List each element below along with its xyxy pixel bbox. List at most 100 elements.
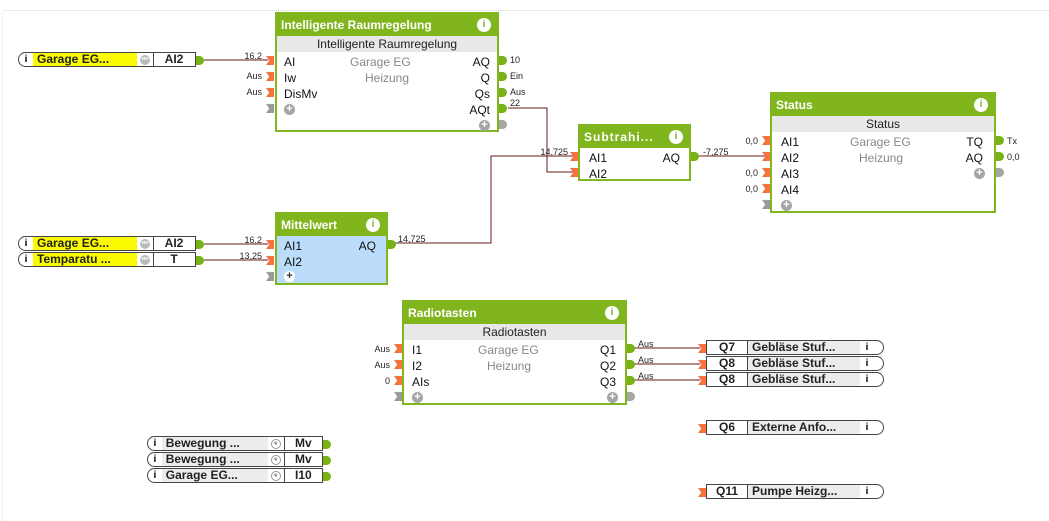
output-ref-q8-b[interactable]: Q8 Gebläse Stuf... i [706,372,884,387]
output-port-ref-garage-i10[interactable] [323,472,331,481]
input-port-ref-q8[interactable] [698,360,706,369]
input-ref-temperatur[interactable]: i Temparatu ... ••• T [18,252,196,267]
output-port-qs[interactable] [499,88,507,97]
target-icon[interactable]: ● [270,470,281,481]
output-port-add[interactable] [627,392,635,401]
output-port-add[interactable] [996,168,1004,177]
input-ref-garage-ai2-b[interactable]: i Garage EG... ••• AI2 [18,236,196,251]
info-icon[interactable]: i [865,422,869,433]
output-ref-code: Q6 [707,421,748,434]
add-input-icon[interactable]: + [284,271,295,282]
info-icon[interactable]: i [477,18,491,32]
info-icon[interactable]: i [24,54,28,65]
input-port-dismv[interactable] [266,88,274,97]
output-port-q1[interactable] [627,344,635,353]
output-port-ref-garage[interactable] [196,56,204,65]
output-port-q[interactable] [499,72,507,81]
more-icon[interactable]: ••• [140,54,150,65]
output-port-aq[interactable] [996,152,1004,161]
more-icon[interactable]: ••• [140,254,150,265]
info-icon[interactable]: i [865,342,869,353]
output-port-aqt[interactable] [499,104,507,113]
input-port-ai2[interactable] [266,256,274,265]
input-port-ref-q6[interactable] [698,424,706,433]
input-port-add[interactable] [394,392,402,401]
block-subtrahierer[interactable]: Subtrahi...i AI1 AI2 AQ [578,124,691,181]
output-port-ref-bewegung-2[interactable] [323,456,331,465]
input-port-ai2[interactable] [570,168,578,177]
more-icon[interactable]: ••• [140,238,150,249]
block-header[interactable]: Subtrahi...i [580,126,689,148]
add-input-icon[interactable]: + [284,104,295,115]
add-output-icon[interactable]: + [607,392,618,403]
input-port-ai1[interactable] [762,136,770,145]
input-ref-garage-ai2[interactable]: i Garage EG... ••• AI2 [18,52,196,67]
add-output-icon[interactable]: + [479,120,490,131]
input-port-add[interactable] [266,104,274,113]
input-port-iw[interactable] [266,72,274,81]
output-port-aq[interactable] [499,56,507,65]
add-input-icon[interactable]: + [781,200,792,211]
input-port-ai1[interactable] [570,152,578,161]
info-icon[interactable]: i [865,358,869,369]
input-port-ai[interactable] [266,56,274,65]
input-ref-bewegung-2[interactable]: i Bewegung ... ● Mv [147,452,323,467]
target-icon[interactable]: ● [270,454,281,465]
info-icon[interactable]: i [605,306,619,320]
input-port-i2[interactable] [394,360,402,369]
input-port-ai4[interactable] [762,184,770,193]
output-port-ref-temperatur[interactable] [196,256,204,265]
input-port-ref-q11[interactable] [698,488,706,497]
block-desc-category: Heizung [487,359,532,373]
input-port-ai1[interactable] [266,240,274,249]
output-port-aq[interactable] [691,152,699,161]
info-icon[interactable]: i [974,98,988,112]
info-icon[interactable]: i [669,130,683,144]
target-icon[interactable]: ● [270,438,281,449]
output-ref-code: Q8 [707,357,748,370]
info-icon[interactable]: i [24,238,28,249]
info-icon[interactable]: i [153,438,157,449]
input-port-add[interactable] [266,272,274,281]
info-icon[interactable]: i [24,254,28,265]
input-port-ai2[interactable] [762,152,770,161]
input-ref-bewegung-1[interactable]: i Bewegung ... ● Mv [147,436,323,451]
output-ref-q11[interactable]: Q11 Pumpe Heizg... i [706,484,884,499]
output-port-tq[interactable] [996,136,1004,145]
info-icon[interactable]: i [865,486,869,497]
input-port-ref-q8b[interactable] [698,376,706,385]
output-port-q2[interactable] [627,360,635,369]
input-ref-garage-i10[interactable]: i Garage EG... ● I10 [147,468,323,483]
output-port-ref-garage-b[interactable] [196,240,204,249]
output-port-ref-bewegung-1[interactable] [323,440,331,449]
input-label-i2: I2 [412,359,423,373]
input-label-ai: AI [284,55,296,69]
output-port-add[interactable] [499,120,507,129]
info-icon[interactable]: i [153,454,157,465]
output-port-q3[interactable] [627,376,635,385]
output-port-aq[interactable] [388,240,396,249]
add-input-icon[interactable]: + [412,392,423,403]
output-ref-q8[interactable]: Q8 Gebläse Stuf... i [706,356,884,371]
output-ref-q7[interactable]: Q7 Gebläse Stuf... i [706,340,884,355]
info-icon[interactable]: i [366,218,380,232]
input-port-ref-q7[interactable] [698,344,706,353]
input-port-ais[interactable] [394,376,402,385]
output-ref-q6[interactable]: Q6 Externe Anfo... i [706,420,884,435]
info-icon[interactable]: i [153,470,157,481]
input-port-i1[interactable] [394,344,402,353]
input-port-ai3[interactable] [762,168,770,177]
output-label-q2: Q2 [599,359,616,373]
info-icon[interactable]: i [865,374,869,385]
add-output-icon[interactable]: + [974,168,985,179]
input-port-add[interactable] [762,200,770,209]
output-label-tq: TQ [966,135,983,149]
